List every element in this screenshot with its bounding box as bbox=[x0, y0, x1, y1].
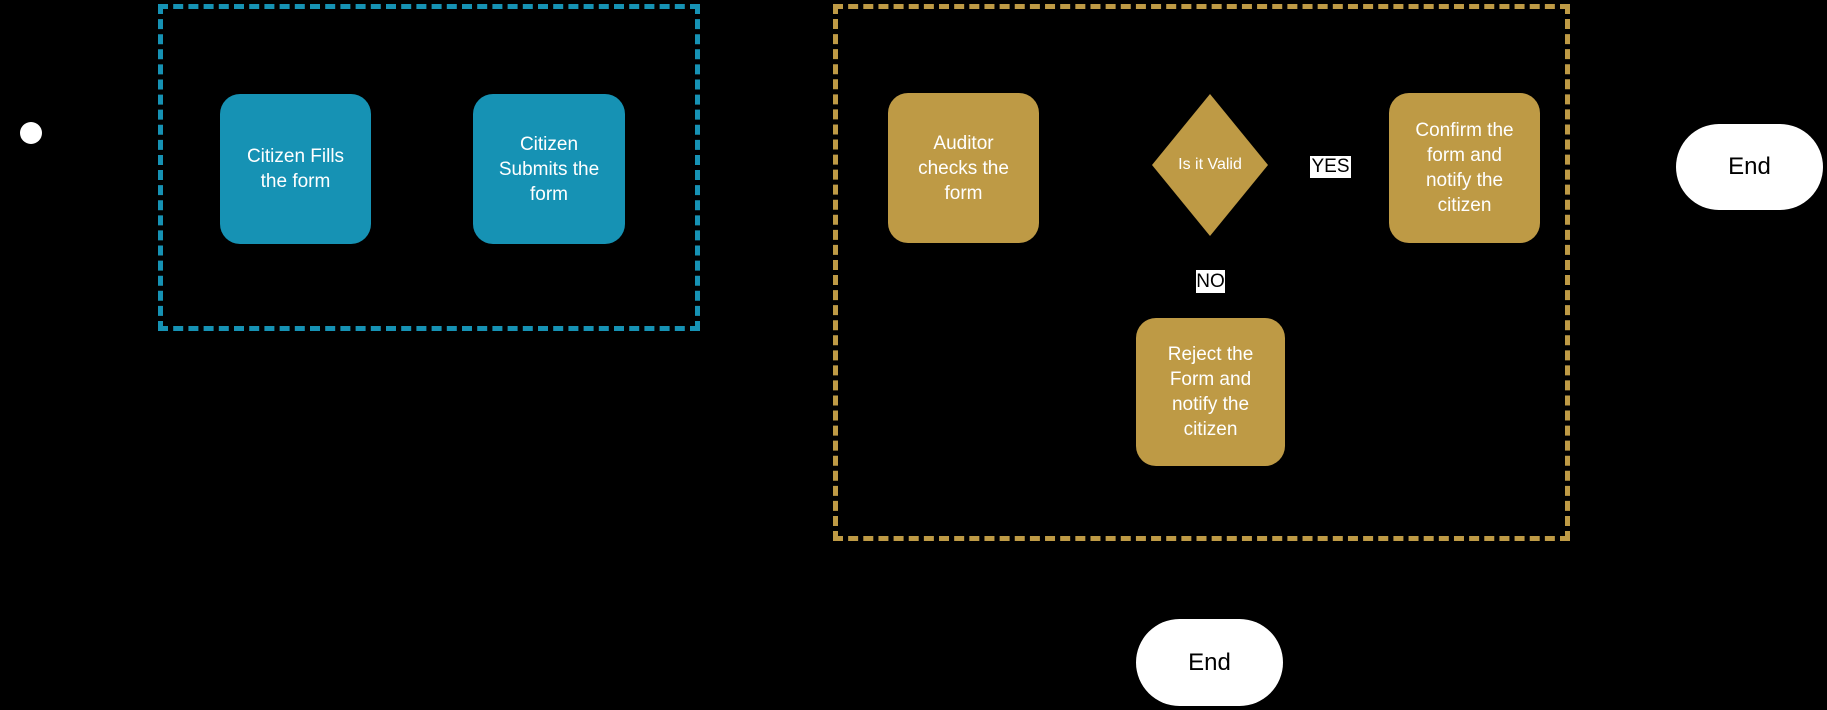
node-auditor-checks-form: Auditor checks the form bbox=[888, 93, 1039, 243]
node-reject-form: Reject the Form and notify the citizen bbox=[1136, 318, 1285, 466]
node-label: Auditor checks the form bbox=[918, 132, 1009, 204]
end-node-bottom: End bbox=[1136, 619, 1283, 706]
end-node-right: End bbox=[1676, 124, 1823, 210]
node-confirm-form: Confirm the form and notify the citizen bbox=[1389, 93, 1540, 243]
node-label: Reject the Form and notify the citizen bbox=[1167, 344, 1254, 440]
node-label: Confirm the form and notify the citizen bbox=[1415, 120, 1514, 216]
node-citizen-submits-form: Citizen Submits the form bbox=[473, 94, 625, 244]
auditor-lane-container bbox=[833, 4, 1570, 541]
decision-label: Is it Valid bbox=[1178, 156, 1242, 173]
node-label: Citizen Fills the form bbox=[246, 146, 345, 192]
node-citizen-fills-form: Citizen Fills the form bbox=[220, 94, 371, 244]
start-node bbox=[20, 122, 42, 144]
end-label: End bbox=[1188, 648, 1231, 676]
edge-label-no: NO bbox=[1196, 270, 1225, 293]
edge-label-yes: YES bbox=[1310, 156, 1351, 178]
node-label: Citizen Submits the form bbox=[498, 133, 600, 205]
citizen-lane-container bbox=[158, 4, 700, 331]
end-label: End bbox=[1728, 153, 1771, 180]
